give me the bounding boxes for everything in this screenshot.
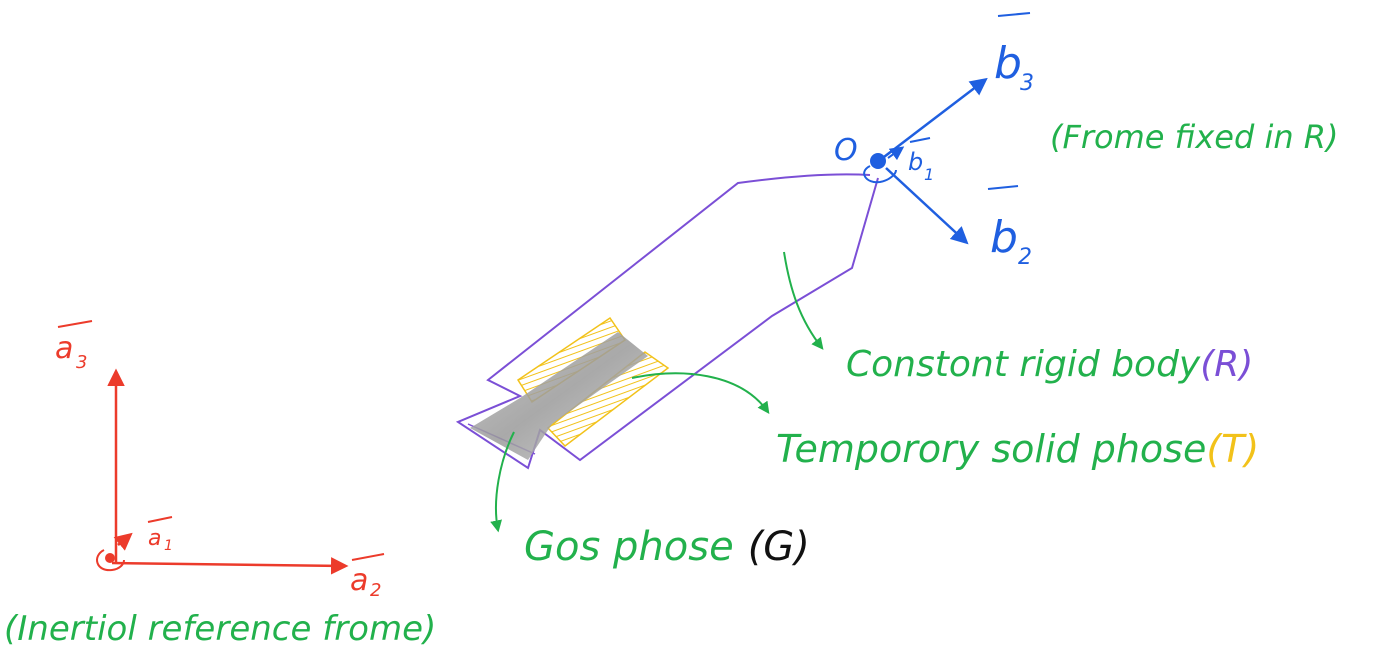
a1-axis-line — [113, 532, 133, 551]
b3-axis-label: b 3 — [994, 12, 1034, 96]
a2-label-sub: 2 — [370, 580, 381, 601]
solid-phase-label: Temporory solid phose(T) — [776, 427, 1259, 471]
rigid-body-outline — [455, 173, 879, 470]
a1-axis-label: a 1 — [147, 516, 173, 554]
b1-label-sub: 1 — [924, 165, 934, 184]
inertial-frame: a 3 a 2 a 1 (Inertiol reference frome) — [4, 320, 436, 649]
rigid-body-label: Constont rigid body(R) — [846, 344, 1253, 385]
b2-label-sub: 2 — [1018, 245, 1032, 270]
b1-vector-bar — [909, 137, 931, 143]
solid-phase-leader — [631, 372, 770, 414]
a3-vector-bar — [57, 320, 93, 328]
solid-phase-label-text: Temporory solid phose — [776, 427, 1206, 471]
b1-label-letter: b — [908, 148, 923, 176]
b2-vector-bar — [987, 185, 1019, 190]
b2-axis-label: b 2 — [987, 185, 1032, 270]
a1-out-of-plane-curl — [96, 549, 125, 572]
a3-label-letter: a — [55, 331, 73, 366]
gas-phase-label: Gos phose (G) — [524, 524, 810, 570]
annotation-leaders — [490, 251, 824, 533]
a1-label-letter: a — [148, 526, 161, 551]
svg-text:Temporory solid phose(T): Temporory solid phose(T) — [776, 427, 1259, 471]
a1-vector-bar — [147, 516, 173, 523]
gas-phase-label-symbol: (G) — [748, 524, 810, 570]
gas-phase-leader — [490, 431, 515, 533]
origin-label: O — [834, 133, 858, 168]
b2-axis-line — [885, 167, 969, 245]
a2-axis-line — [111, 557, 349, 575]
a3-axis-label: a 3 — [55, 320, 93, 373]
svg-text:Gos phose(G): Gos phose (G) — [524, 524, 810, 570]
body-frame: O b 3 b 2 b 1 (Frome fixed in R) — [834, 12, 1339, 270]
a2-label-letter: a — [350, 563, 368, 598]
rigid-body-leader — [783, 251, 824, 350]
inertial-frame-caption: (Inertiol reference frome) — [4, 609, 436, 649]
inertial-origin-dot — [105, 553, 115, 563]
b3-label-letter: b — [994, 38, 1022, 89]
a3-label-sub: 3 — [76, 352, 87, 373]
b1-out-of-plane-curl — [863, 165, 897, 184]
rigid-body-label-symbol: (R) — [1200, 344, 1253, 385]
a2-vector-bar — [351, 553, 385, 561]
solid-phase-label-symbol: (T) — [1206, 427, 1259, 471]
b3-vector-bar — [997, 12, 1031, 17]
gas-phase-G — [470, 332, 648, 460]
svg-text:Constont rigid body(R): Constont rigid body(R) — [846, 344, 1253, 385]
body-origin-dot — [870, 153, 886, 169]
b3-label-sub: 3 — [1020, 71, 1034, 96]
body-frame-caption: (Frome fixed in R) — [1050, 118, 1339, 156]
a1-label-sub: 1 — [164, 538, 173, 554]
gas-phase-label-text: Gos phose — [524, 524, 734, 570]
b1-axis-line — [887, 146, 905, 161]
a2-axis-label: a 2 — [350, 553, 385, 601]
gas-core — [470, 332, 648, 460]
b1-axis-label: b 1 — [908, 137, 934, 184]
b3-axis-line — [879, 77, 988, 161]
rigid-body-label-text: Constont rigid body — [846, 344, 1201, 385]
b2-label-letter: b — [990, 212, 1018, 263]
